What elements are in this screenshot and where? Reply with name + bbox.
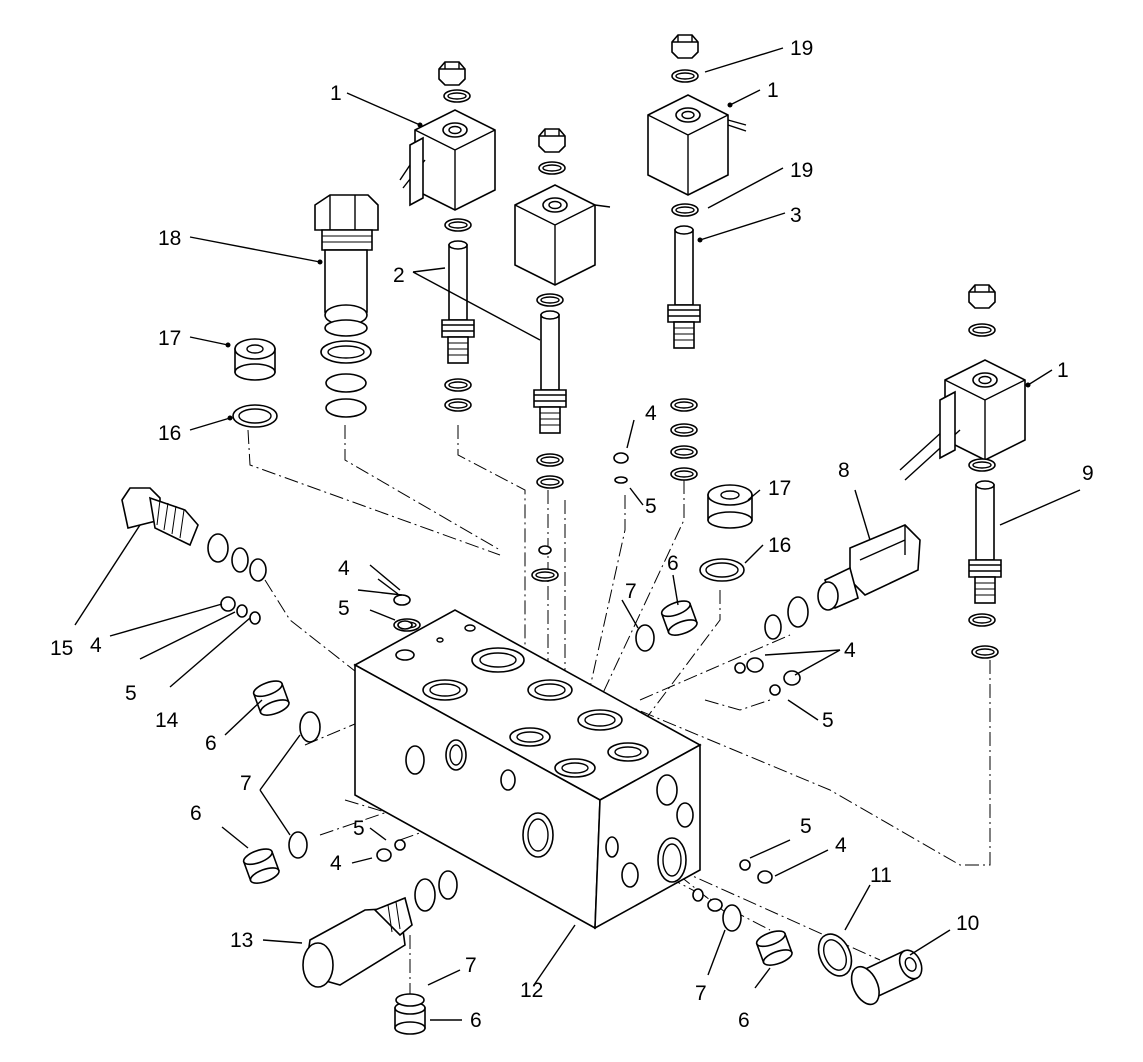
small-parts bbox=[220, 452, 801, 1007]
valve-stem-far-right bbox=[968, 480, 1002, 604]
callout-6a: 6 bbox=[205, 732, 217, 755]
callout-15: 15 bbox=[50, 637, 73, 660]
callout-16b: 16 bbox=[768, 534, 791, 557]
callout-7c: 7 bbox=[465, 954, 477, 977]
callout-7d: 7 bbox=[695, 982, 707, 1005]
callout-1b: 1 bbox=[767, 79, 779, 102]
callout-5e: 5 bbox=[353, 817, 365, 840]
solenoid-coil-left bbox=[399, 109, 496, 211]
nut-right bbox=[968, 284, 996, 309]
valve-stem-right bbox=[667, 225, 701, 349]
callout-17b: 17 bbox=[768, 477, 791, 500]
plug-6b bbox=[240, 845, 282, 888]
solenoid-coil-right bbox=[899, 359, 1026, 481]
callout-11: 11 bbox=[870, 864, 892, 887]
callout-4d: 4 bbox=[844, 639, 856, 662]
callout-5a: 5 bbox=[645, 495, 657, 518]
fitting-left bbox=[121, 487, 267, 582]
callout-4c: 4 bbox=[90, 634, 102, 657]
cartridge bbox=[302, 870, 458, 988]
washer-left bbox=[232, 404, 278, 428]
plug-6c bbox=[658, 597, 700, 640]
callout-2: 2 bbox=[393, 264, 405, 287]
callout-1c: 1 bbox=[1057, 359, 1069, 382]
callout-4f: 4 bbox=[835, 834, 847, 857]
callout-7b: 7 bbox=[625, 580, 637, 603]
callout-10: 10 bbox=[956, 912, 979, 935]
plug-6a bbox=[250, 677, 292, 720]
callout-14: 14 bbox=[155, 709, 179, 732]
solenoid-coil-center bbox=[514, 184, 611, 286]
callout-5d: 5 bbox=[822, 709, 834, 732]
callout-6d: 6 bbox=[470, 1009, 482, 1032]
callout-5f: 5 bbox=[800, 815, 812, 838]
callout-7a: 7 bbox=[240, 772, 252, 795]
callout-6c: 6 bbox=[667, 552, 679, 575]
callout-19a: 19 bbox=[790, 37, 813, 60]
plug-large bbox=[850, 949, 923, 1006]
callout-4b: 4 bbox=[338, 557, 350, 580]
callout-9: 9 bbox=[1082, 462, 1094, 485]
callout-19b: 19 bbox=[790, 159, 813, 182]
callout-18: 18 bbox=[158, 227, 181, 250]
washer-large bbox=[817, 933, 853, 977]
nut-left bbox=[438, 61, 466, 86]
solenoid-coil-right-top bbox=[647, 94, 747, 196]
manifold-block bbox=[353, 609, 702, 930]
plug-6e bbox=[753, 927, 795, 970]
callout-6e: 6 bbox=[738, 1009, 750, 1032]
callout-3: 3 bbox=[790, 204, 802, 227]
callout-5c: 5 bbox=[125, 682, 137, 705]
callout-12: 12 bbox=[520, 979, 543, 1002]
callout-5b: 5 bbox=[338, 597, 350, 620]
nut-right-top bbox=[671, 34, 699, 59]
callout-16a: 16 bbox=[158, 422, 181, 445]
washer-right bbox=[699, 558, 745, 582]
cap-right bbox=[707, 484, 753, 529]
pressure-switch bbox=[764, 524, 921, 640]
callout-4e: 4 bbox=[330, 852, 342, 875]
callout-8: 8 bbox=[838, 459, 850, 482]
relief-valve bbox=[314, 194, 379, 418]
callout-6b: 6 bbox=[190, 802, 202, 825]
cap-left bbox=[234, 338, 276, 381]
callout-17a: 17 bbox=[158, 327, 181, 350]
callout-1a: 1 bbox=[330, 82, 342, 105]
callout-13: 13 bbox=[230, 929, 253, 952]
callout-labels: 1 1 1 2 3 4 4 4 4 4 4 5 5 5 5 5 5 6 6 6 … bbox=[50, 37, 1094, 1032]
callout-4a: 4 bbox=[645, 402, 657, 425]
valve-stem-center bbox=[533, 310, 567, 434]
leader-lines bbox=[74, 47, 1081, 1021]
nut-center bbox=[538, 128, 566, 153]
